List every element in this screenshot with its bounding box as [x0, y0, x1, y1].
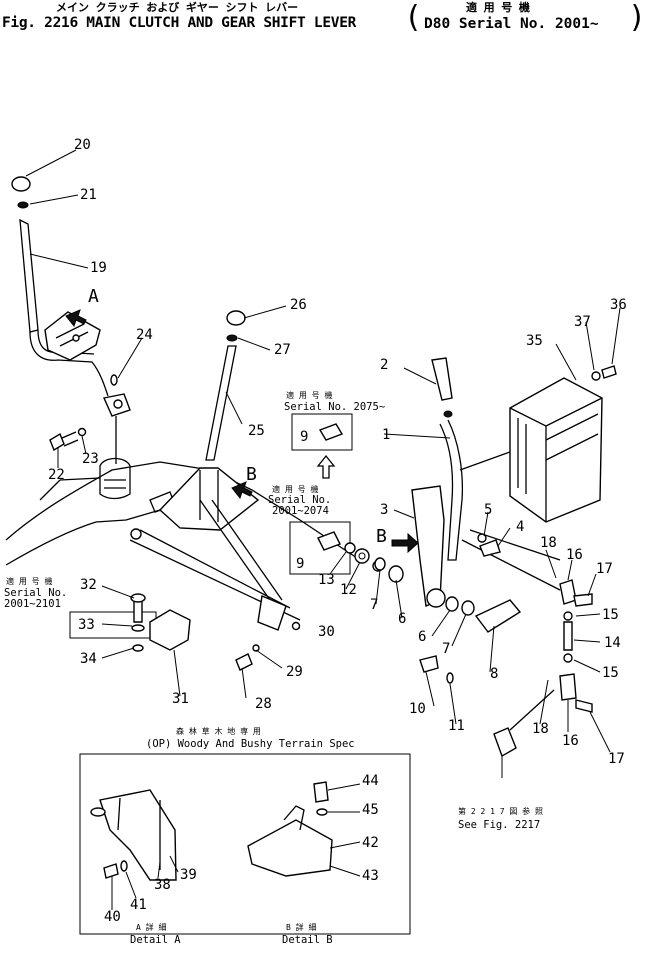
callout-18-top: 18: [540, 535, 557, 551]
see-fig-2217: See Fig. 2217: [458, 819, 541, 831]
lever-bracket: [44, 311, 101, 361]
callout-10: 10: [409, 701, 426, 717]
callout-5: 5: [484, 502, 493, 518]
op-spec-jp: 森 林 草 木 地 専 用: [176, 727, 261, 736]
callout-23: 23: [82, 451, 99, 467]
callout-29: 29: [286, 664, 303, 680]
callout-17-bottom: 17: [608, 751, 625, 767]
callout-36: 36: [610, 297, 627, 313]
view-marker-b-right: B: [376, 526, 387, 547]
callout-9-serial-2001: 9: [296, 556, 305, 572]
header-serial-range: D80 Serial No. 2001~: [424, 16, 599, 32]
bolt-22-washer-23: [49, 427, 87, 452]
parts-31-34: [69, 593, 191, 652]
callout-11: 11: [448, 718, 465, 734]
main-clutch-lever-25: [158, 310, 301, 671]
detail-b-jp: B 詳 細: [286, 923, 317, 932]
jp-title: メイン クラッチ および ギヤー シフト レバー: [56, 1, 299, 14]
callout-45: 45: [362, 802, 379, 818]
callout-34: 34: [80, 651, 97, 667]
callout-21: 21: [80, 187, 97, 203]
callout-39: 39: [180, 867, 197, 883]
lever-assembly-right: [374, 357, 561, 684]
callout-19: 19: [90, 260, 107, 276]
serial-2075-jp: 適 用 号 機: [286, 391, 333, 400]
serial-2001-2074-jp: 適 用 号 機: [272, 485, 319, 494]
optional-spec-box: [79, 753, 411, 935]
serial-2075-label: Serial No. 2075~: [284, 401, 386, 413]
callout-30: 30: [318, 624, 335, 640]
cover-35: [459, 365, 617, 523]
callout-13: 13: [318, 572, 335, 588]
serial-2001-2101-label-a: Serial No.: [4, 587, 68, 599]
callout-44: 44: [362, 773, 379, 789]
header-paren-open: (: [404, 0, 423, 35]
callout-1: 1: [382, 427, 391, 443]
view-arrows: [65, 309, 419, 554]
callout-14-mid: 14: [604, 635, 621, 651]
see-fig-jp: 第 2 2 1 7 図 参 照: [458, 807, 543, 816]
callout-26: 26: [290, 297, 307, 313]
callout-18-bottom: 18: [532, 721, 549, 737]
callout-38: 38: [154, 877, 171, 893]
callout-22: 22: [48, 467, 65, 483]
callout-15-bottom: 15: [602, 665, 619, 681]
callout-20: 20: [74, 137, 91, 153]
serial-2001-2101-jp: 適 用 号 機: [6, 577, 53, 586]
header-jp-applicable: 適 用 号 機: [466, 1, 530, 14]
callout-33: 33: [78, 617, 95, 633]
callout-12: 12: [340, 582, 357, 598]
figure-title: Fig. 2216 MAIN CLUTCH AND GEAR SHIFT LEV…: [2, 15, 357, 31]
callout-16-bottom: 16: [562, 733, 579, 749]
callout-9-serial-2075: 9: [300, 429, 309, 445]
callout-37: 37: [574, 314, 591, 330]
callout-40: 40: [104, 909, 121, 925]
view-marker-b-left: B: [246, 464, 257, 485]
leader-lines: [25, 149, 621, 910]
serial-2001-2074-label-b: 2001~2074: [272, 505, 329, 517]
serial-2001-2101-label-b: 2001~2101: [4, 598, 61, 610]
callout-16-top: 16: [566, 547, 583, 563]
callout-7-upper: 7: [370, 597, 379, 613]
op-spec-label: (OP) Woody And Bushy Terrain Spec: [146, 738, 355, 750]
callout-17-top: 17: [596, 561, 613, 577]
view-marker-a: A: [88, 286, 99, 307]
detail-a-jp: A 詳 細: [136, 923, 167, 932]
detail-b-label: Detail B: [282, 934, 333, 946]
callout-28: 28: [255, 696, 272, 712]
header-paren-close: ): [628, 0, 647, 35]
detail-a-label: Detail A: [130, 934, 181, 946]
callout-24: 24: [136, 327, 153, 343]
callout-8: 8: [490, 666, 499, 682]
callout-27: 27: [274, 342, 291, 358]
serial-2001-2074-box: [289, 521, 384, 575]
callout-3: 3: [380, 502, 389, 518]
callout-41: 41: [130, 897, 147, 913]
callout-42: 42: [362, 835, 379, 851]
callout-31: 31: [172, 691, 189, 707]
callout-6-upper: 6: [398, 611, 407, 627]
pivot-24: [103, 374, 131, 464]
callout-6-lower: 6: [418, 629, 427, 645]
serial-2075-box: [291, 413, 353, 451]
callout-25: 25: [248, 423, 265, 439]
callout-7-lower: 7: [442, 641, 451, 657]
callout-35: 35: [526, 333, 543, 349]
linkage-14-18: [493, 579, 593, 758]
callout-43: 43: [362, 868, 379, 884]
callout-15-top: 15: [602, 607, 619, 623]
serial-2001-2074-label-a: Serial No.: [268, 494, 332, 506]
callout-2: 2: [380, 357, 389, 373]
callout-4: 4: [516, 519, 525, 535]
callout-32: 32: [80, 577, 97, 593]
